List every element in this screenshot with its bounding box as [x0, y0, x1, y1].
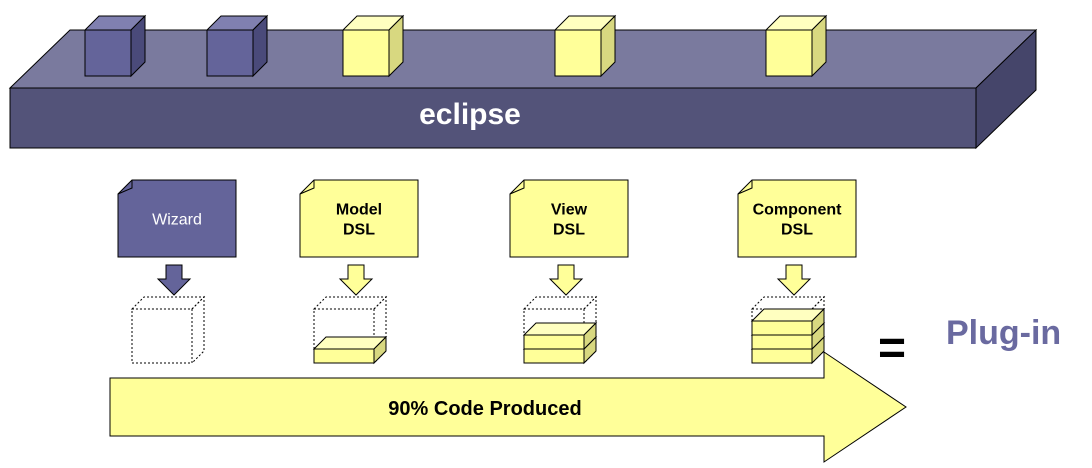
platform-components: [83, 14, 828, 78]
card-label-line: DSL: [553, 222, 585, 239]
card-label-line: Wizard: [152, 212, 202, 229]
eclipse-platform: eclipse: [8, 14, 1038, 150]
code-layer: [522, 321, 598, 351]
down-arrow: [338, 264, 374, 296]
code-produced-label: 90% Code Produced: [388, 398, 581, 420]
generated-stack: [750, 295, 826, 365]
platform-top-face: [8, 29, 1038, 89]
base-component-cube: [83, 14, 147, 78]
card-label-line: DSL: [781, 222, 813, 239]
down-arrow: [548, 264, 584, 296]
code-produced-arrow: 90% Code Produced: [109, 351, 907, 463]
card-label-line: DSL: [343, 222, 375, 239]
generated-stack: [522, 295, 598, 365]
platform-front-face: [9, 87, 977, 149]
generated-component-cube: [553, 14, 617, 78]
code-layer: [750, 307, 826, 337]
wizard-card: Wizard: [117, 179, 237, 258]
result-label: Plug-in: [946, 314, 1061, 352]
platform-side-face: [975, 28, 1037, 150]
card-label-line: Component: [753, 202, 843, 219]
platform-label: eclipse: [419, 98, 521, 131]
down-arrow: [156, 264, 192, 296]
card-label-line: View: [551, 202, 588, 219]
down-arrow: [776, 264, 812, 296]
base-component-cube: [205, 14, 269, 78]
card-label-line: Model: [336, 202, 382, 219]
generated-stack: [130, 295, 206, 365]
code-produced-arrow-shape: [109, 351, 907, 463]
equals-sign: =: [878, 322, 906, 375]
generated-stacks: [130, 295, 826, 365]
generated-stack: [312, 295, 388, 365]
code-layer: [312, 335, 388, 365]
generated-component-cube: [764, 14, 828, 78]
generation-arrows: [156, 264, 812, 296]
generated-component-cube: [341, 14, 405, 78]
